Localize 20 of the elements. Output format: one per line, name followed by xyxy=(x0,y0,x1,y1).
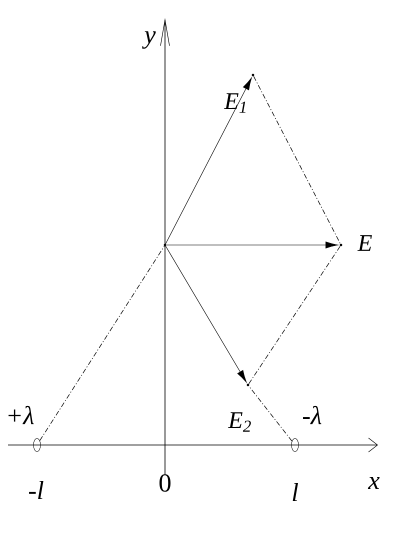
vector-tip xyxy=(164,244,166,246)
charge-label: +λ xyxy=(8,406,34,424)
arrow xyxy=(165,246,247,382)
vector-label: E xyxy=(357,235,372,251)
position-label: -l xyxy=(29,481,44,500)
axis-label: x xyxy=(368,477,380,489)
charge-symbol xyxy=(291,438,299,452)
charge-label: -λ xyxy=(303,406,322,424)
position-label: l xyxy=(292,483,298,502)
dashed-line xyxy=(248,386,292,442)
arrow xyxy=(165,78,252,244)
origin-label: 0 xyxy=(160,474,171,492)
axis-label: y xyxy=(142,31,156,49)
dashed-line xyxy=(253,76,341,244)
dashed-line xyxy=(39,246,165,441)
dashed-line xyxy=(248,246,341,384)
charge-symbol xyxy=(33,438,41,452)
vector-label: E$_{1}$ xyxy=(224,93,246,113)
vector-label: E$_{2}$ xyxy=(228,412,251,432)
arrow xyxy=(166,242,338,248)
